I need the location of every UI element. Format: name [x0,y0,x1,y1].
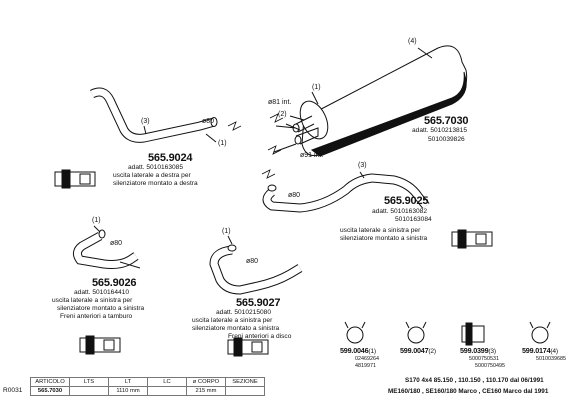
part-code-565-9027: 565.9027 [236,297,281,309]
pipe-565-9026 [72,225,141,355]
diameter-81-label: ø81 int. [268,99,292,106]
table-header: ARTICOLO [30,377,70,387]
part-code-565-9025: 565.9025 [384,195,429,207]
part-note-2: 5010163084 [395,216,432,223]
accessory-code: 599.0046(1) [340,346,376,355]
part-description: uscita laterale a destra per [113,172,191,179]
diameter-80-label: ø80 [288,192,301,199]
part-note: adatt. 5010163085 [128,164,184,171]
accessory-code: 599.0174(4) [522,346,558,355]
table-cell [225,386,265,396]
accessory-ref-2: 4819971 [355,363,376,369]
callout-1: (1) [92,217,101,224]
part-note: adatt. 5010163082 [372,208,428,215]
part-description: uscita laterale a sinistra per [192,317,273,324]
clamp-599-0047 [405,321,427,344]
part-description-2: silenziatore montato a sinistra [340,235,428,242]
diameter-80-label: ø80 [202,118,215,125]
part-description-3: Freni anteriori a disco [228,333,292,340]
table-header: ø CORPO [186,377,226,387]
callout-1: (1) [218,140,227,147]
accessory-code: 599.0047(2) [400,346,436,355]
table-header: LT [108,377,148,387]
table-cell [147,386,187,396]
table-header: SEZIONE [225,377,265,387]
sheet-code: R0031 [3,387,23,394]
part-note: adatt. 5010164410 [74,289,130,296]
spec-table: ARTICOLO LTS LT LC ø CORPO SEZIONE 565.7… [30,377,265,396]
part-note: adatt. 5010213815 [412,127,468,134]
callout-1: (1) [312,84,321,91]
part-description-2: silenziatore montato a sinistra [57,305,145,312]
table-cell: 565.7030 [30,386,70,396]
table-cell: 215 mm [186,386,226,396]
callout-3: (3) [358,162,367,169]
callout-1: (1) [222,228,231,235]
model-line: S170 4x4 85.150 , 110.150 , 110.170 dal … [405,377,544,384]
part-description: uscita laterale a sinistra per [340,227,421,234]
part-code-565-9024: 565.9024 [148,152,193,164]
part-description-3: Freni anteriori a tamburo [60,313,133,320]
table-cell: 1110 mm [108,386,148,396]
accessory-code: 599.0399(3) [460,346,496,355]
part-description: uscita laterale a sinistra per [52,297,133,304]
part-code-565-7030: 565.7030 [424,115,469,127]
part-description-2: silenziatore montato a destra [113,180,198,187]
diameter-91-label: ø91 int. [300,152,324,159]
part-note-2: 5010039826 [428,136,465,143]
accessory-ref: 5000750531 [469,356,499,362]
accessory-ref: 02469264 [355,356,379,362]
clamp-599-0046 [344,321,366,344]
part-description-2: silenziatore montato a sinistra [192,325,280,332]
accessory-ref-2: 5000750495 [475,363,505,369]
pipe-565-9024 [54,87,242,189]
table-header: LTS [69,377,109,387]
table-header: LC [147,377,187,387]
part-note: adatt. 5010215080 [216,309,272,316]
callout-2: (2) [278,111,287,118]
table-row: 565.7030 1110 mm 215 mm [30,386,265,396]
callout-4: (4) [408,38,417,45]
clamp-599-0174 [529,321,551,344]
part-code-565-9026: 565.9026 [92,277,137,289]
table-cell [69,386,109,396]
diameter-80-label: ø80 [110,240,123,247]
pipe-565-9027 [209,235,303,357]
diameter-80-label: ø80 [246,258,259,265]
callout-3: (3) [141,118,150,125]
clamp-599-0399 [461,322,485,346]
pipe-565-9025 [261,169,493,249]
table-header-row: ARTICOLO LTS LT LC ø CORPO SEZIONE [30,377,265,387]
model-line-2: ME160/180 , SE160/180 Marco , CE160 Marc… [388,388,549,395]
muffler-565-7030 [267,45,468,157]
accessory-ref: 5010039685 [536,356,566,362]
